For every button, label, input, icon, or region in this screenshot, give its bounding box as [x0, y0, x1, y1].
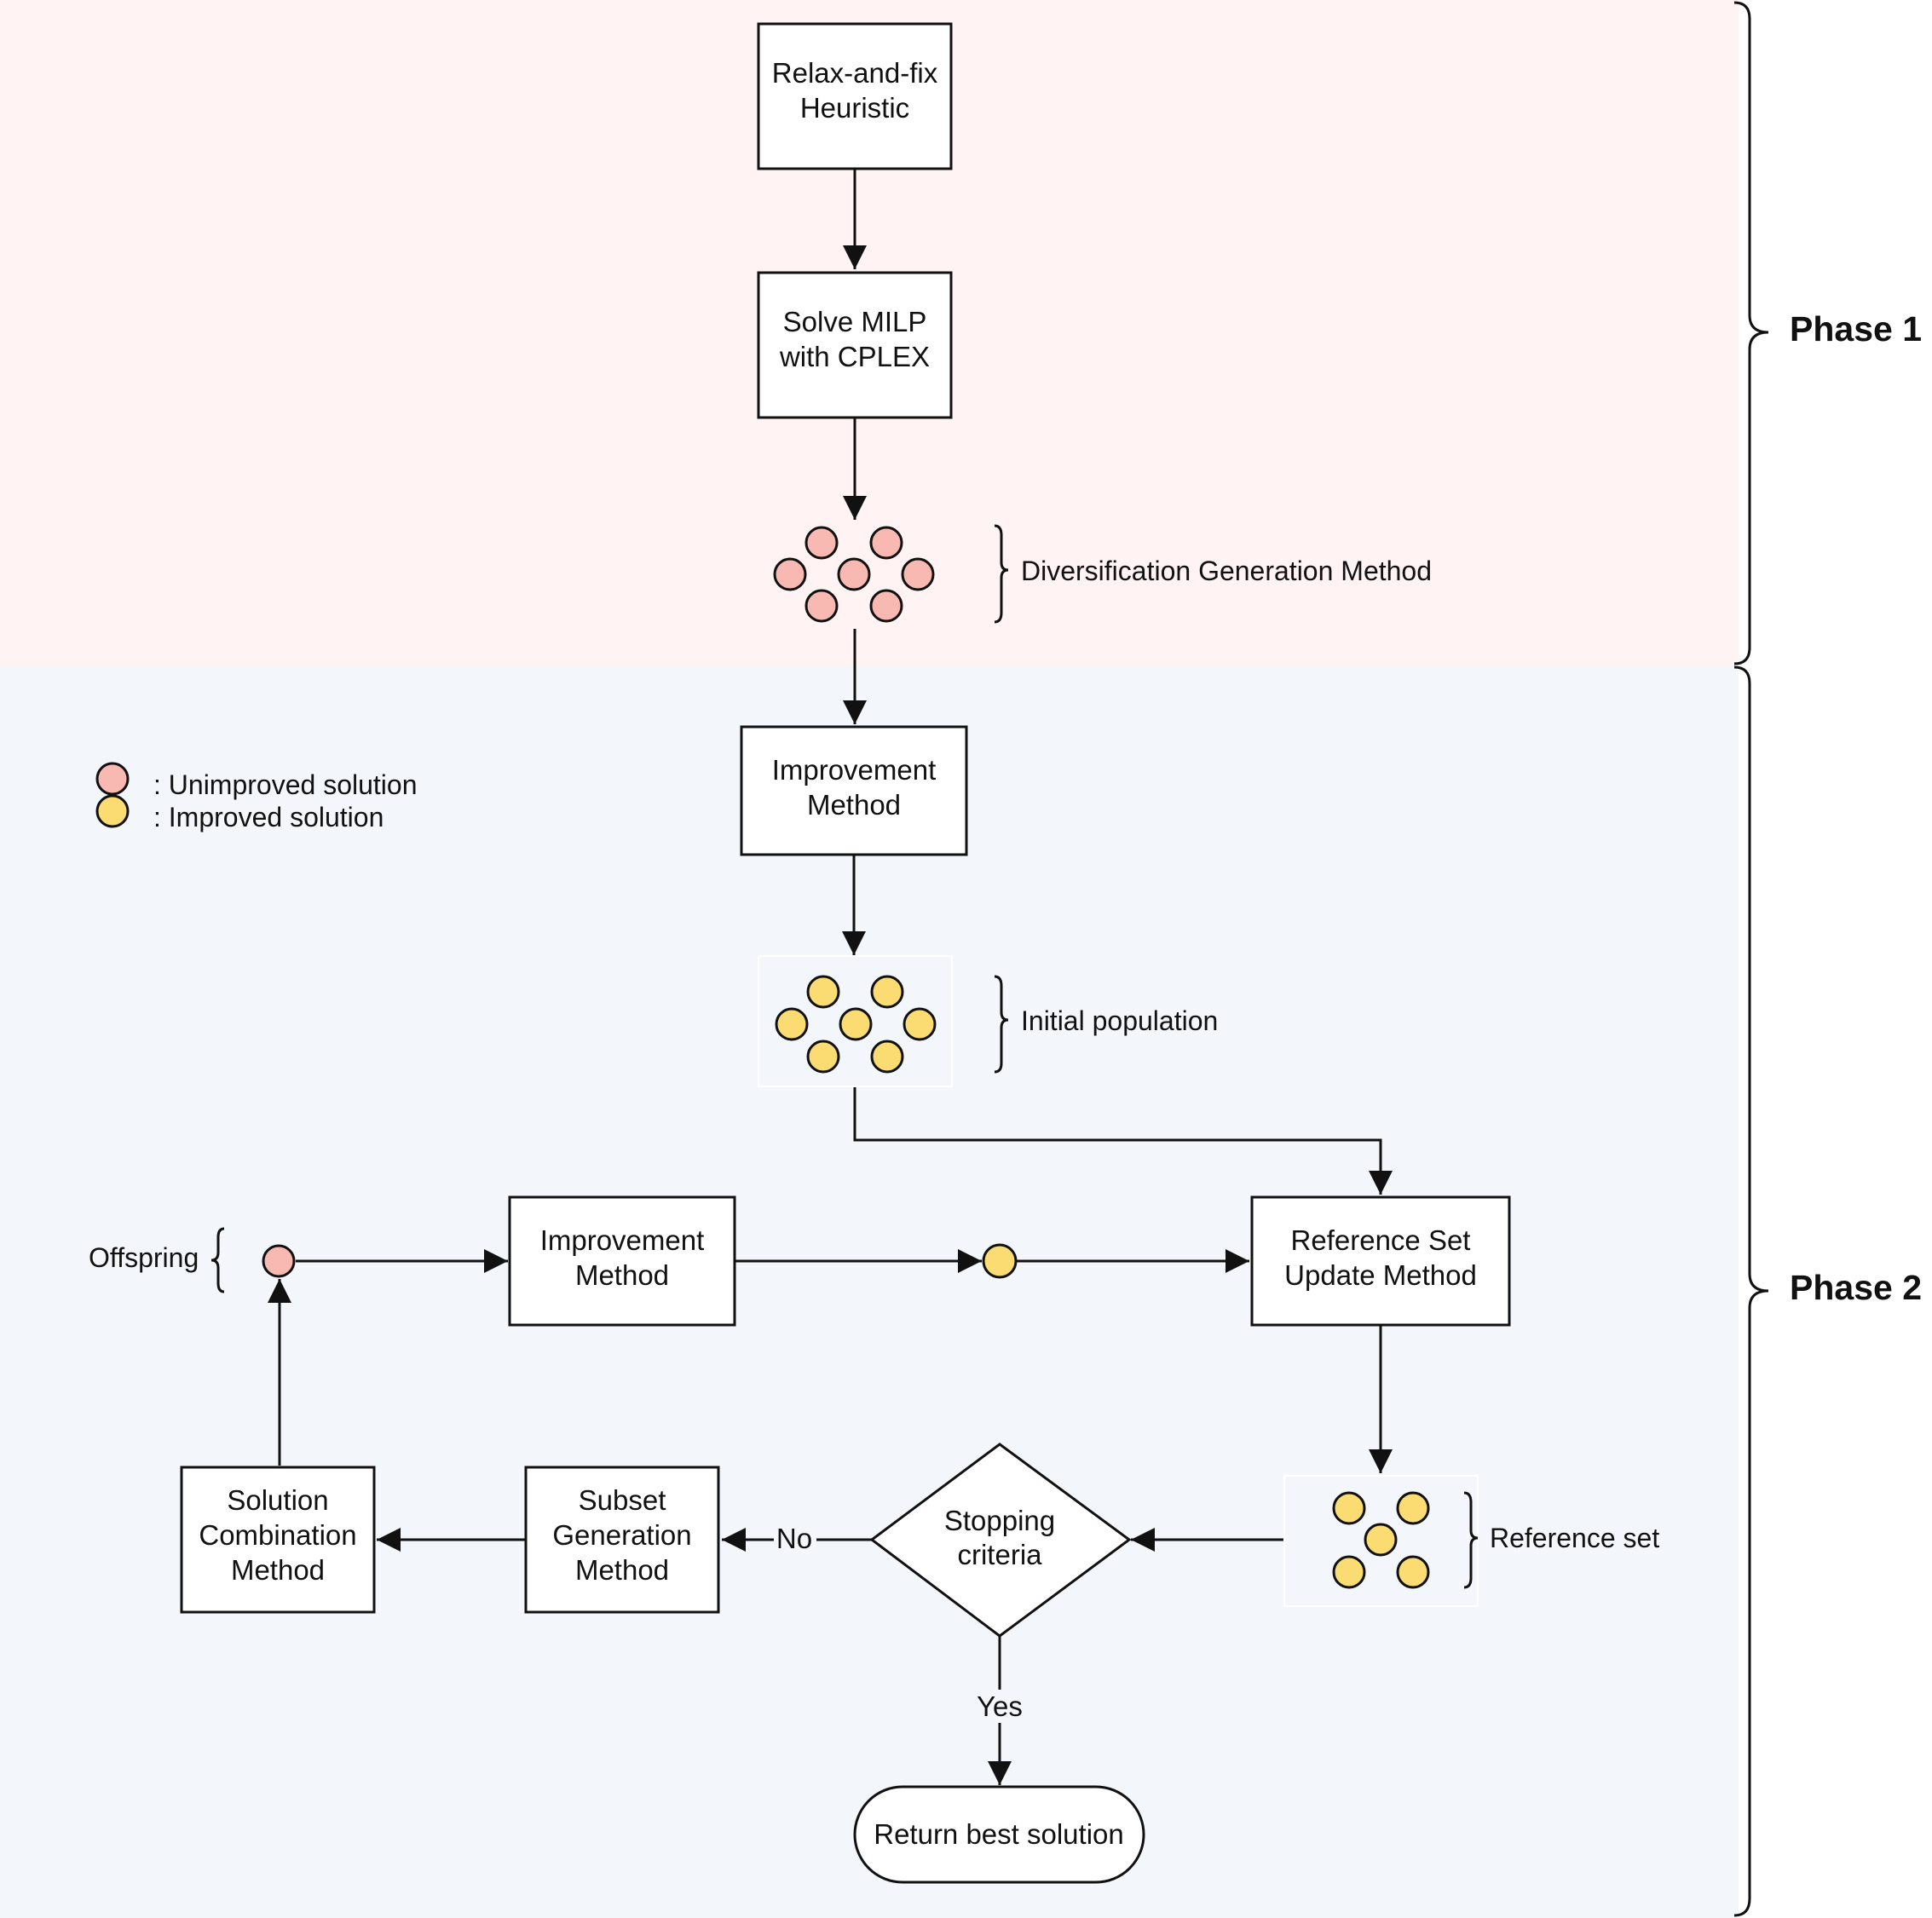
- refset-update-label-line-2: Update Method: [1284, 1259, 1477, 1291]
- reference-set-label: Reference set: [1490, 1523, 1659, 1553]
- improvement-loop-label-line-2: Method: [575, 1259, 669, 1291]
- improvement-top-label-line-1: Improvement: [772, 754, 937, 786]
- solution-combination-node: Solution Combination Method: [180, 1466, 376, 1614]
- improved-solution-dot: [982, 1243, 1018, 1279]
- subset-generation-node: Subset Generation Method: [524, 1466, 720, 1614]
- edge-label-yes: Yes: [977, 1690, 1023, 1722]
- reference-set-cluster: [1283, 1475, 1479, 1607]
- improved-solution-dot: [870, 1040, 904, 1074]
- offspring-label: Offspring: [89, 1242, 199, 1273]
- phase-1-brace: [1733, 1, 1769, 665]
- return-best-solution-node: Return best solution: [853, 1785, 1145, 1884]
- relax-and-fix-node: Relax-and-fix Heuristic: [757, 22, 953, 170]
- initial-population-cluster: [758, 955, 953, 1087]
- unimproved-solution-dot: [869, 526, 903, 560]
- unimproved-solution-dot: [773, 557, 807, 591]
- improvement-top-label-line-2: Method: [807, 789, 901, 821]
- improvement-method-node-top: Improvement Method: [740, 725, 968, 856]
- edge-label-no: No: [776, 1523, 812, 1554]
- combination-label-line-1: Solution: [227, 1484, 328, 1516]
- diversification-cluster: [773, 526, 935, 623]
- improved-solution-dot: [1332, 1555, 1366, 1589]
- initial-population-brace: [994, 975, 1009, 1074]
- subset-label-line-1: Subset: [579, 1484, 666, 1516]
- legend: : Unimproved solution : Improved solutio…: [95, 762, 417, 832]
- combination-label-line-3: Method: [231, 1554, 325, 1586]
- offspring-dot: [262, 1244, 296, 1278]
- unimproved-solution-dot: [837, 557, 871, 591]
- combination-label-line-2: Combination: [199, 1519, 356, 1551]
- improvement-loop-label-line-1: Improvement: [540, 1224, 705, 1256]
- improvement-method-node-loop: Improvement Method: [508, 1195, 736, 1327]
- legend-improved-dot: [95, 794, 130, 828]
- unimproved-solution-dot: [869, 589, 903, 623]
- stopping-criteria-node: Stopping criteria: [869, 1443, 1132, 1638]
- return-best-label: Return best solution: [874, 1818, 1124, 1850]
- relax-and-fix-label-line-2: Heuristic: [800, 92, 909, 124]
- diversification-label: Diversification Generation Method: [1021, 556, 1432, 586]
- diversification-brace: [994, 524, 1009, 624]
- stopping-label-line-2: criteria: [957, 1539, 1042, 1570]
- stopping-label-line-1: Stopping: [944, 1505, 1055, 1536]
- improved-solution-dot: [1396, 1491, 1430, 1525]
- reference-set-update-node: Reference Set Update Method: [1250, 1195, 1511, 1327]
- subset-label-line-2: Generation: [552, 1519, 691, 1551]
- offspring-brace: [211, 1227, 225, 1293]
- no-label-background: [774, 1521, 816, 1555]
- legend-unimproved-label: : Unimproved solution: [153, 769, 417, 800]
- improved-solution-dot: [1396, 1555, 1430, 1589]
- improved-solution-dot: [775, 1007, 809, 1041]
- improved-solution-dot: [1332, 1491, 1366, 1525]
- edge-initial-population-to-refset-update: [853, 1086, 1393, 1195]
- legend-improved-label: : Improved solution: [153, 802, 384, 832]
- unimproved-solution-dot: [805, 589, 839, 623]
- legend-unimproved-dot: [95, 762, 130, 796]
- solve-milp-label-line-2: with CPLEX: [779, 341, 930, 372]
- improved-solution-dot: [903, 1007, 937, 1041]
- improved-solution-dot: [806, 975, 840, 1009]
- improved-solution-dot: [839, 1007, 873, 1041]
- solve-milp-node: Solve MILP with CPLEX: [757, 271, 953, 419]
- initial-population-label: Initial population: [1021, 1005, 1218, 1036]
- refset-update-label-line-1: Reference Set: [1291, 1224, 1471, 1256]
- unimproved-solution-dot: [805, 526, 839, 560]
- phase-2-brace: [1733, 665, 1769, 1917]
- improved-solution-dot: [806, 1040, 840, 1074]
- improved-solution-dot: [1364, 1523, 1398, 1557]
- phase-1-label: Phase 1: [1790, 309, 1922, 348]
- relax-and-fix-label-line-1: Relax-and-fix: [772, 57, 938, 89]
- improved-solution-dot: [870, 975, 904, 1009]
- solve-milp-label-line-1: Solve MILP: [783, 306, 927, 337]
- unimproved-solution-dot: [901, 557, 935, 591]
- phase-2-label: Phase 2: [1790, 1268, 1922, 1307]
- subset-label-line-3: Method: [575, 1554, 669, 1586]
- reference-set-brace: [1463, 1491, 1479, 1589]
